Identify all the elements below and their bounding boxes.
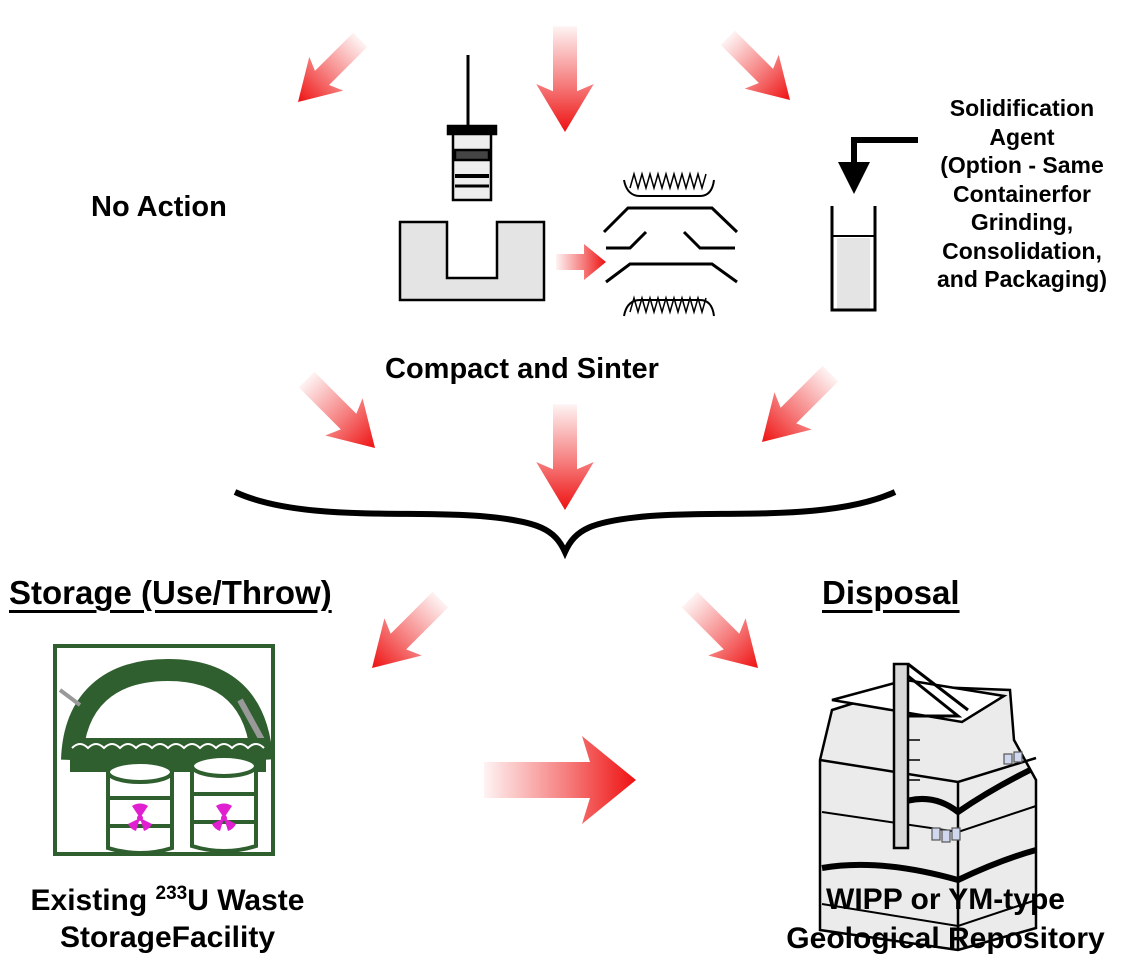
- arrow-to-solidification: [710, 20, 807, 117]
- arrow-storage-to-disposal: [484, 736, 636, 824]
- solidification-line: (Option - Same: [940, 152, 1104, 178]
- arrow-to-disposal: [670, 580, 777, 687]
- repository-line: Geological Repository: [786, 922, 1105, 955]
- solidification-line: and Packaging): [937, 266, 1107, 292]
- arrow-from-solidification: [743, 354, 850, 461]
- solidification-line: Agent: [989, 123, 1055, 150]
- solidification-line: Containerfor: [953, 180, 1091, 207]
- solidification-agent-arrow: [838, 137, 918, 194]
- repository-icon: [818, 662, 1038, 952]
- arrow-press-to-sinter: [556, 244, 606, 280]
- solidification-line: Consolidation,: [942, 237, 1102, 264]
- storage-heading: Storage (Use/Throw): [9, 574, 332, 611]
- compact-sinter-label: Compact and Sinter: [385, 353, 659, 385]
- storage-facility-icon: [53, 644, 275, 856]
- solidification-line: Grinding,: [970, 209, 1074, 235]
- container-icon: [830, 206, 877, 312]
- solidification-agent-label: Solidification Agent (Option - Same Cont…: [912, 94, 1131, 294]
- press-icon: [398, 55, 546, 302]
- brace-icon: [233, 489, 897, 560]
- repository-line: WIPP or YM-type: [826, 883, 1065, 916]
- existing-prefix: Existing: [30, 884, 156, 917]
- storage-facility-line: StorageFacility: [59, 921, 276, 954]
- repository-label: WIPP or YM-type Geological Repository: [760, 880, 1131, 958]
- arrow-to-compact-sinter: [536, 26, 594, 133]
- existing-suffix: U Waste: [187, 884, 305, 917]
- arrow-from-compact-sinter: [536, 404, 594, 510]
- disposal-heading: Disposal: [822, 574, 960, 611]
- solidification-line: Solidification: [949, 95, 1095, 121]
- arrow-to-storage: [353, 580, 460, 687]
- storage-facility-label: Existing 233U Waste StorageFacility: [0, 875, 335, 956]
- isotope-superscript: 233: [155, 883, 188, 904]
- arrow-from-no-action: [287, 360, 394, 467]
- no-action-label: No Action: [91, 191, 227, 223]
- sinter-furnace-icon: [602, 171, 739, 317]
- arrow-to-no-action: [281, 22, 378, 119]
